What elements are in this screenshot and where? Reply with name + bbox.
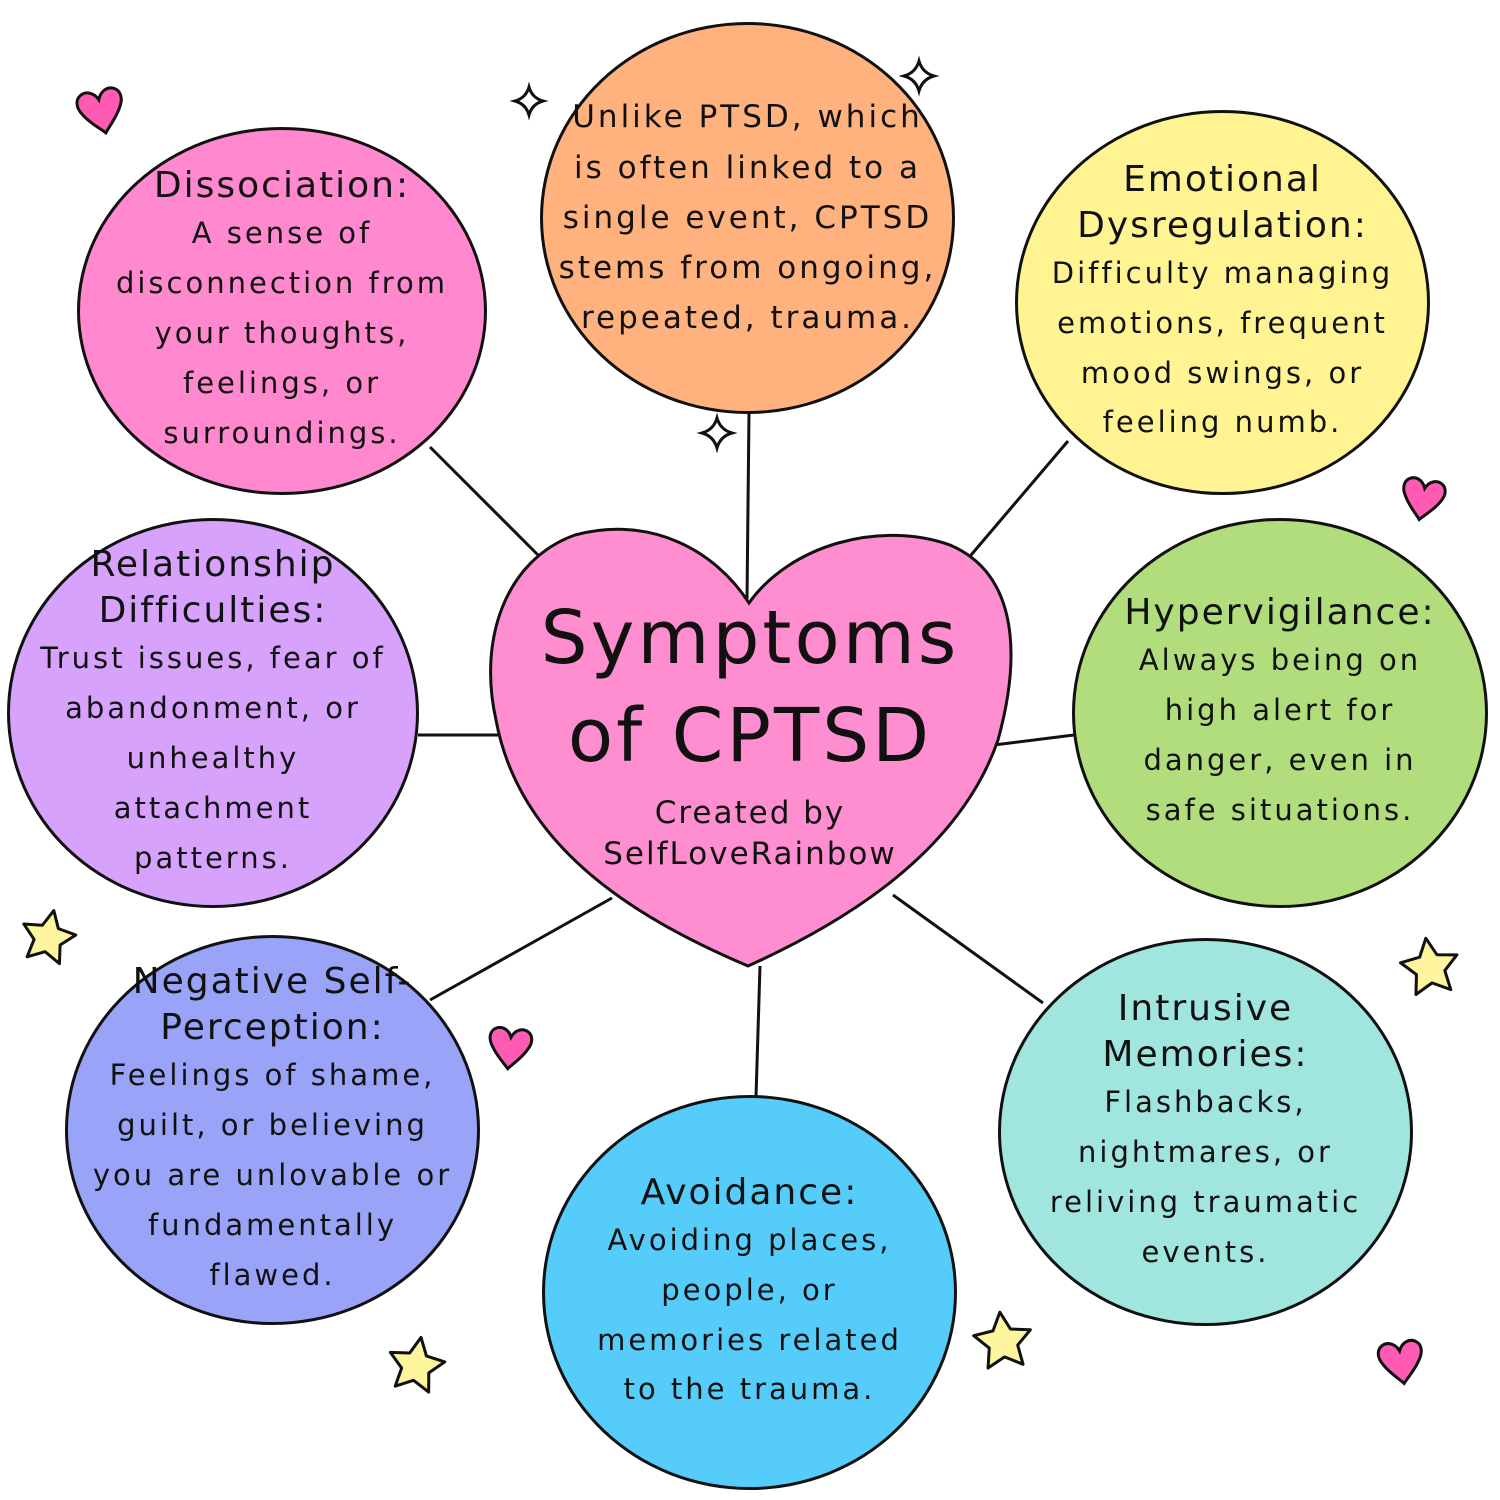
bubble-title: Relationship Difficulties: — [90, 544, 336, 632]
connector-avoidance — [754, 965, 762, 1098]
bubble-title: Negative Self-Perception: — [132, 961, 413, 1049]
star-icon — [388, 1335, 447, 1394]
heart-icon — [1376, 1338, 1423, 1386]
sparkle-icon — [898, 55, 940, 97]
bubble-negative-self-perception: Negative Self-Perception: Feelings of sh… — [65, 935, 480, 1325]
connector-dissociation — [428, 445, 547, 564]
bubble-description: Feelings of shame, guilt, or believing y… — [92, 1058, 453, 1292]
bubble-ptsd-note: Unlike PTSD, which is often linked to a … — [540, 22, 955, 414]
bubble-title: Emotional Dysregulation: — [1077, 158, 1368, 246]
center-label: Symptoms of CPTSD Created by SelfLoveRai… — [520, 590, 980, 874]
center-heart — [489, 527, 1013, 968]
bubble-description: Always being on high alert for danger, e… — [1138, 643, 1422, 827]
heart-icon — [75, 86, 123, 136]
connector-intrusive-memories — [892, 893, 1044, 1005]
center-title: Symptoms of CPTSD — [540, 595, 960, 779]
bubble-description: A sense of disconnection from your thoug… — [115, 216, 449, 450]
bubble-description: Difficulty managing emotions, frequent m… — [1051, 255, 1394, 440]
star-icon — [972, 1310, 1032, 1370]
connector-hypervigilance — [993, 733, 1075, 747]
connector-ptsd-note — [745, 411, 751, 601]
star-icon — [22, 909, 78, 966]
bubble-hypervigilance: Hypervigilance: Always being on high ale… — [1072, 518, 1488, 908]
bubble-description: Trust issues, fear of abandonment, or un… — [40, 641, 386, 875]
heart-icon — [1402, 476, 1447, 522]
bubble-description: Flashbacks, nightmares, or reliving trau… — [1049, 1085, 1362, 1269]
bubble-title: Hypervigilance: — [1124, 592, 1436, 634]
bubble-title: Dissociation: — [153, 165, 411, 207]
bubble-dissociation: Dissociation: A sense of disconnection f… — [77, 127, 487, 495]
bubble-intrusive-memories: Intrusive Memories: Flashbacks, nightmar… — [998, 938, 1413, 1326]
bubble-description: Avoiding places, people, or memories rel… — [597, 1222, 902, 1407]
heart-icon — [488, 1026, 534, 1072]
center-credit: Created by SelfLoveRainbow — [603, 795, 897, 872]
connector-negative-self-perception — [429, 896, 613, 1002]
bubble-emotional-dysregulation: Emotional Dysregulation: Difficulty mana… — [1015, 110, 1430, 495]
sparkle-icon — [696, 412, 738, 454]
star-icon — [1398, 936, 1459, 997]
bubble-description: Unlike PTSD, which is often linked to a … — [558, 99, 937, 337]
connector-emotional-dysregulation — [958, 440, 1070, 569]
bubble-avoidance: Avoidance: Avoiding places, people, or m… — [542, 1095, 957, 1490]
bubble-title: Intrusive Memories: — [1102, 988, 1309, 1076]
sparkle-icon — [509, 81, 549, 121]
bubble-relationship-difficulties: Relationship Difficulties: Trust issues,… — [7, 518, 419, 908]
bubble-title: Avoidance: — [640, 1171, 859, 1213]
